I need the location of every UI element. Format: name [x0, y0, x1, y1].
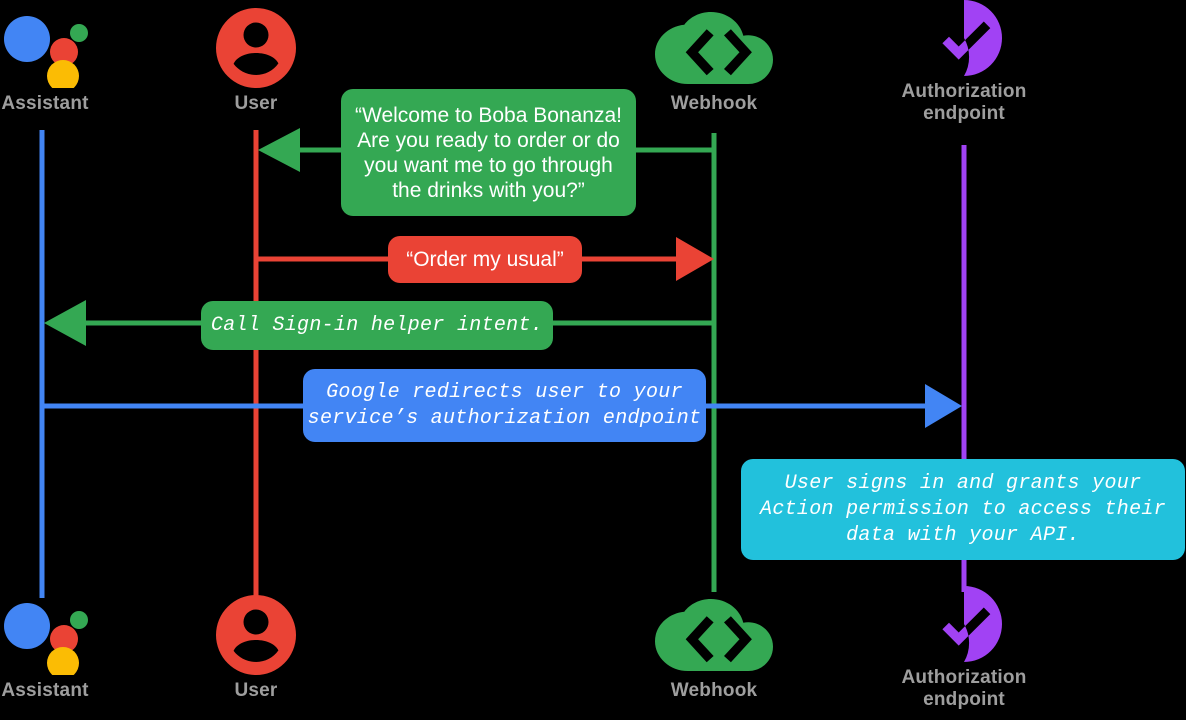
purple-check-circle-icon: [926, 586, 1002, 662]
actor-assistant-bottom: Assistant: [0, 595, 90, 702]
cloud-code-icon: [655, 12, 773, 84]
actor-label-auth-endpoint-bottom: Authorization endpoint: [901, 667, 1027, 710]
actor-label-webhook-top: Webhook: [670, 93, 758, 114]
message-bubble-redirect: Google redirects user to your service’s …: [303, 369, 706, 442]
actor-label-webhook-bottom: Webhook: [670, 680, 758, 701]
message-text-order-my-usual: “Order my usual”: [406, 248, 564, 271]
actor-webhook-bottom: Webhook: [640, 597, 788, 702]
user-avatar-icon: [216, 595, 296, 675]
message-bubble-welcome: “Welcome to Boba Bonanza! Are you ready …: [341, 89, 636, 216]
actor-label-assistant-top: Assistant: [1, 93, 89, 114]
actor-label-assistant-bottom: Assistant: [1, 680, 89, 701]
message-text-grant-permission: User signs in and grants your Action per…: [760, 471, 1166, 547]
actor-label-auth-endpoint-top: Authorization endpoint: [901, 81, 1027, 124]
message-bubble-grant-permission: User signs in and grants your Action per…: [741, 459, 1185, 560]
actor-assistant-top: Assistant: [0, 8, 90, 115]
google-assistant-icon: [4, 16, 88, 92]
actor-user-top: User: [200, 8, 312, 115]
message-bubble-sign-in-helper: Call Sign-in helper intent.: [201, 301, 553, 350]
cloud-code-icon: [655, 599, 773, 671]
message-text-welcome: “Welcome to Boba Bonanza! Are you ready …: [355, 103, 622, 202]
purple-check-circle-icon: [926, 0, 1002, 76]
message-bubble-order-my-usual: “Order my usual”: [388, 236, 582, 283]
message-text-redirect: Google redirects user to your service’s …: [307, 380, 702, 430]
actor-label-user-bottom: User: [234, 680, 278, 701]
actor-user-bottom: User: [200, 595, 312, 702]
actor-label-user-top: User: [234, 93, 278, 114]
actor-auth-endpoint-top: Authorization endpoint: [876, 0, 1052, 125]
message-text-sign-in-helper: Call Sign-in helper intent.: [210, 313, 544, 337]
actor-auth-endpoint-bottom: Authorization endpoint: [876, 586, 1052, 711]
actor-webhook-top: Webhook: [640, 10, 788, 115]
google-assistant-icon: [4, 603, 88, 679]
user-avatar-icon: [216, 8, 296, 88]
